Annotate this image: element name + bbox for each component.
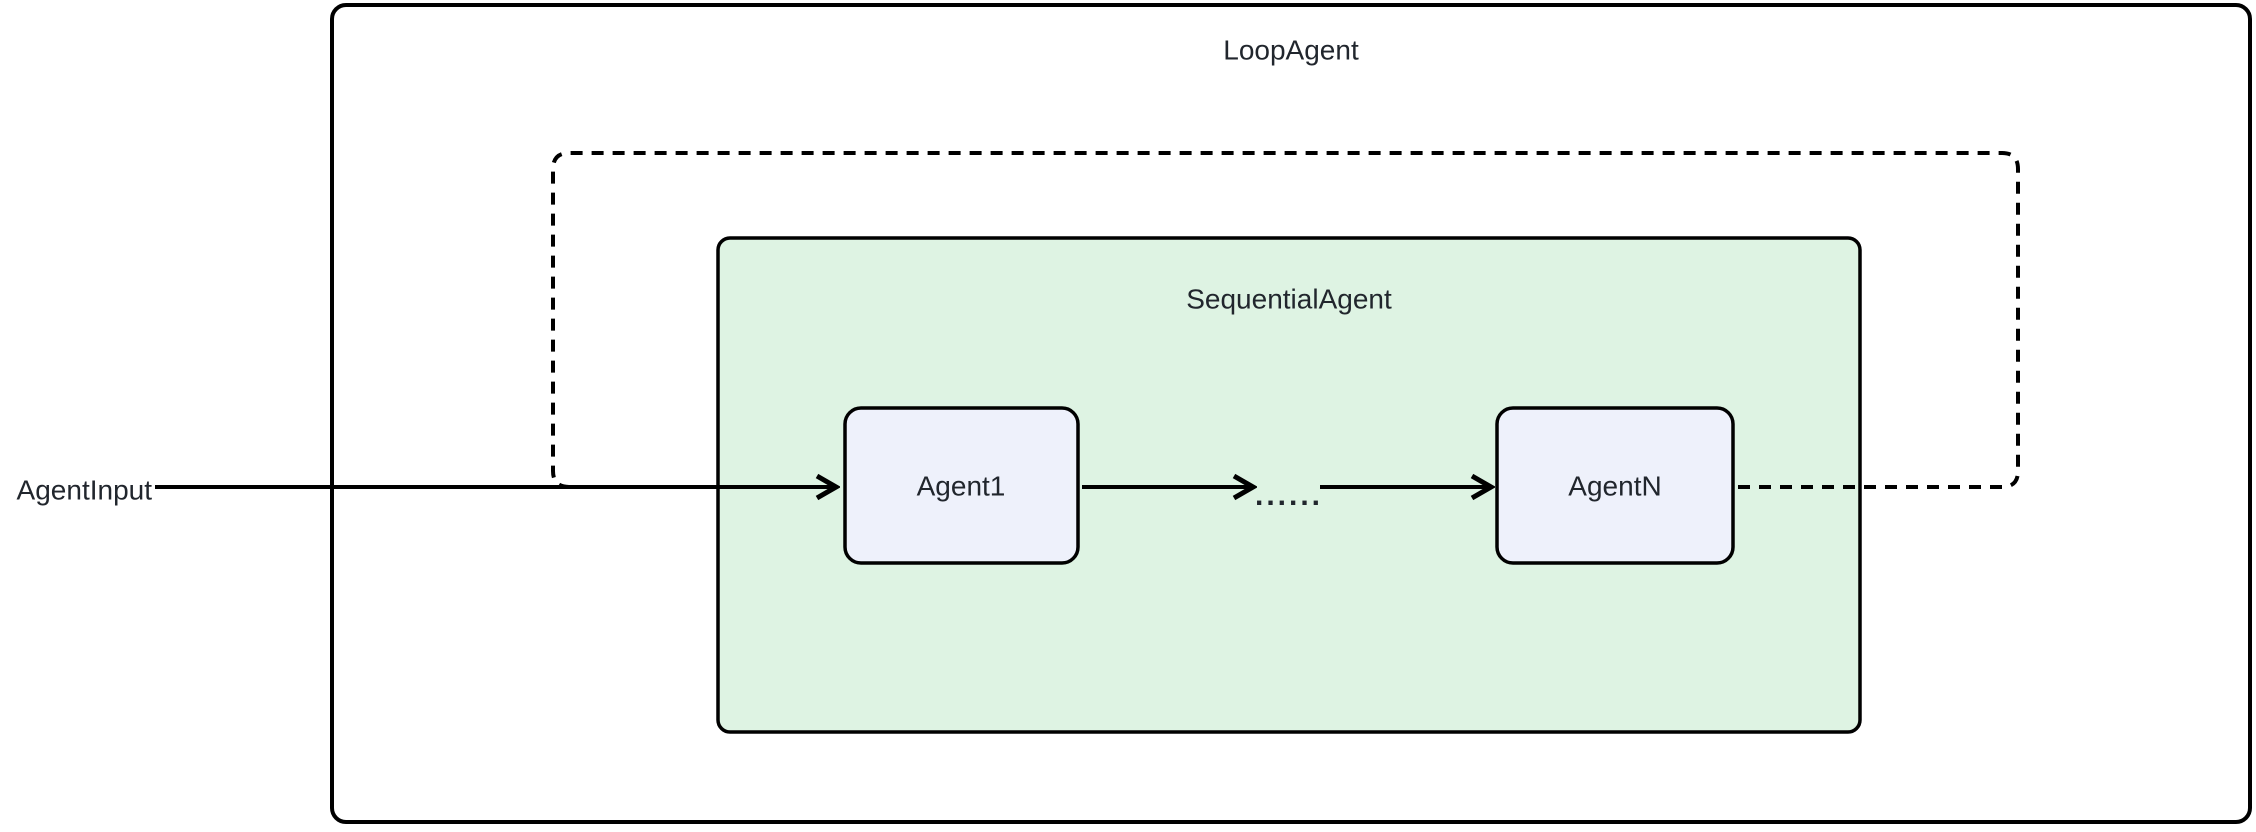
sequential-agent-label: SequentialAgent	[1186, 284, 1392, 315]
agentn-label: AgentN	[1568, 471, 1661, 502]
agent-input-label: AgentInput	[17, 475, 153, 506]
ellipsis-label: ......	[1255, 479, 1323, 512]
loop-back-edge	[551, 151, 2020, 489]
agent1-node	[843, 406, 1080, 565]
loop-agent-label: LoopAgent	[1223, 35, 1359, 66]
agentn-node	[1495, 406, 1735, 565]
agent1-label: Agent1	[917, 471, 1006, 502]
